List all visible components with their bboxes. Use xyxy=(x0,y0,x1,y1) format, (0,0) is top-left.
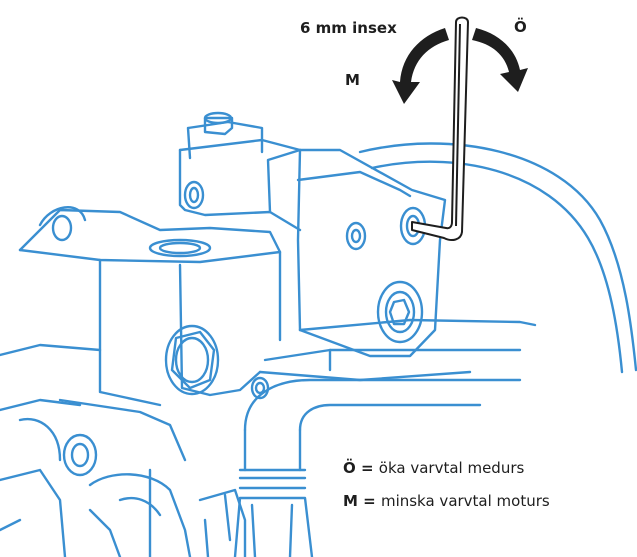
legend-item: Ö = öka varvtal medurs xyxy=(343,459,524,477)
legend-text: öka varvtal medurs xyxy=(378,459,525,477)
lower-body xyxy=(0,343,102,357)
left-block xyxy=(18,208,282,342)
tool-size-label: 6 mm insex xyxy=(300,19,397,37)
valve-block-top xyxy=(178,138,447,358)
hose-inner xyxy=(370,160,624,374)
legend-item: M = minska varvtal moturs xyxy=(343,492,550,510)
top-boss xyxy=(186,120,264,160)
legend-key: M xyxy=(343,492,358,510)
vertical-pipe xyxy=(243,378,522,432)
hose-outer xyxy=(358,142,637,372)
legend-separator: = xyxy=(357,492,381,510)
legend-text: minska varvtal moturs xyxy=(380,492,550,510)
rotate-clockwise-arrow-icon xyxy=(472,28,528,92)
legend-key: Ö xyxy=(343,459,356,477)
rotate-counterclockwise-arrow-icon xyxy=(392,28,449,104)
hex-key-icon xyxy=(411,16,469,241)
clockwise-label: Ö xyxy=(514,18,527,36)
counterclockwise-label: M xyxy=(345,71,360,89)
legend-separator: = xyxy=(355,459,379,477)
